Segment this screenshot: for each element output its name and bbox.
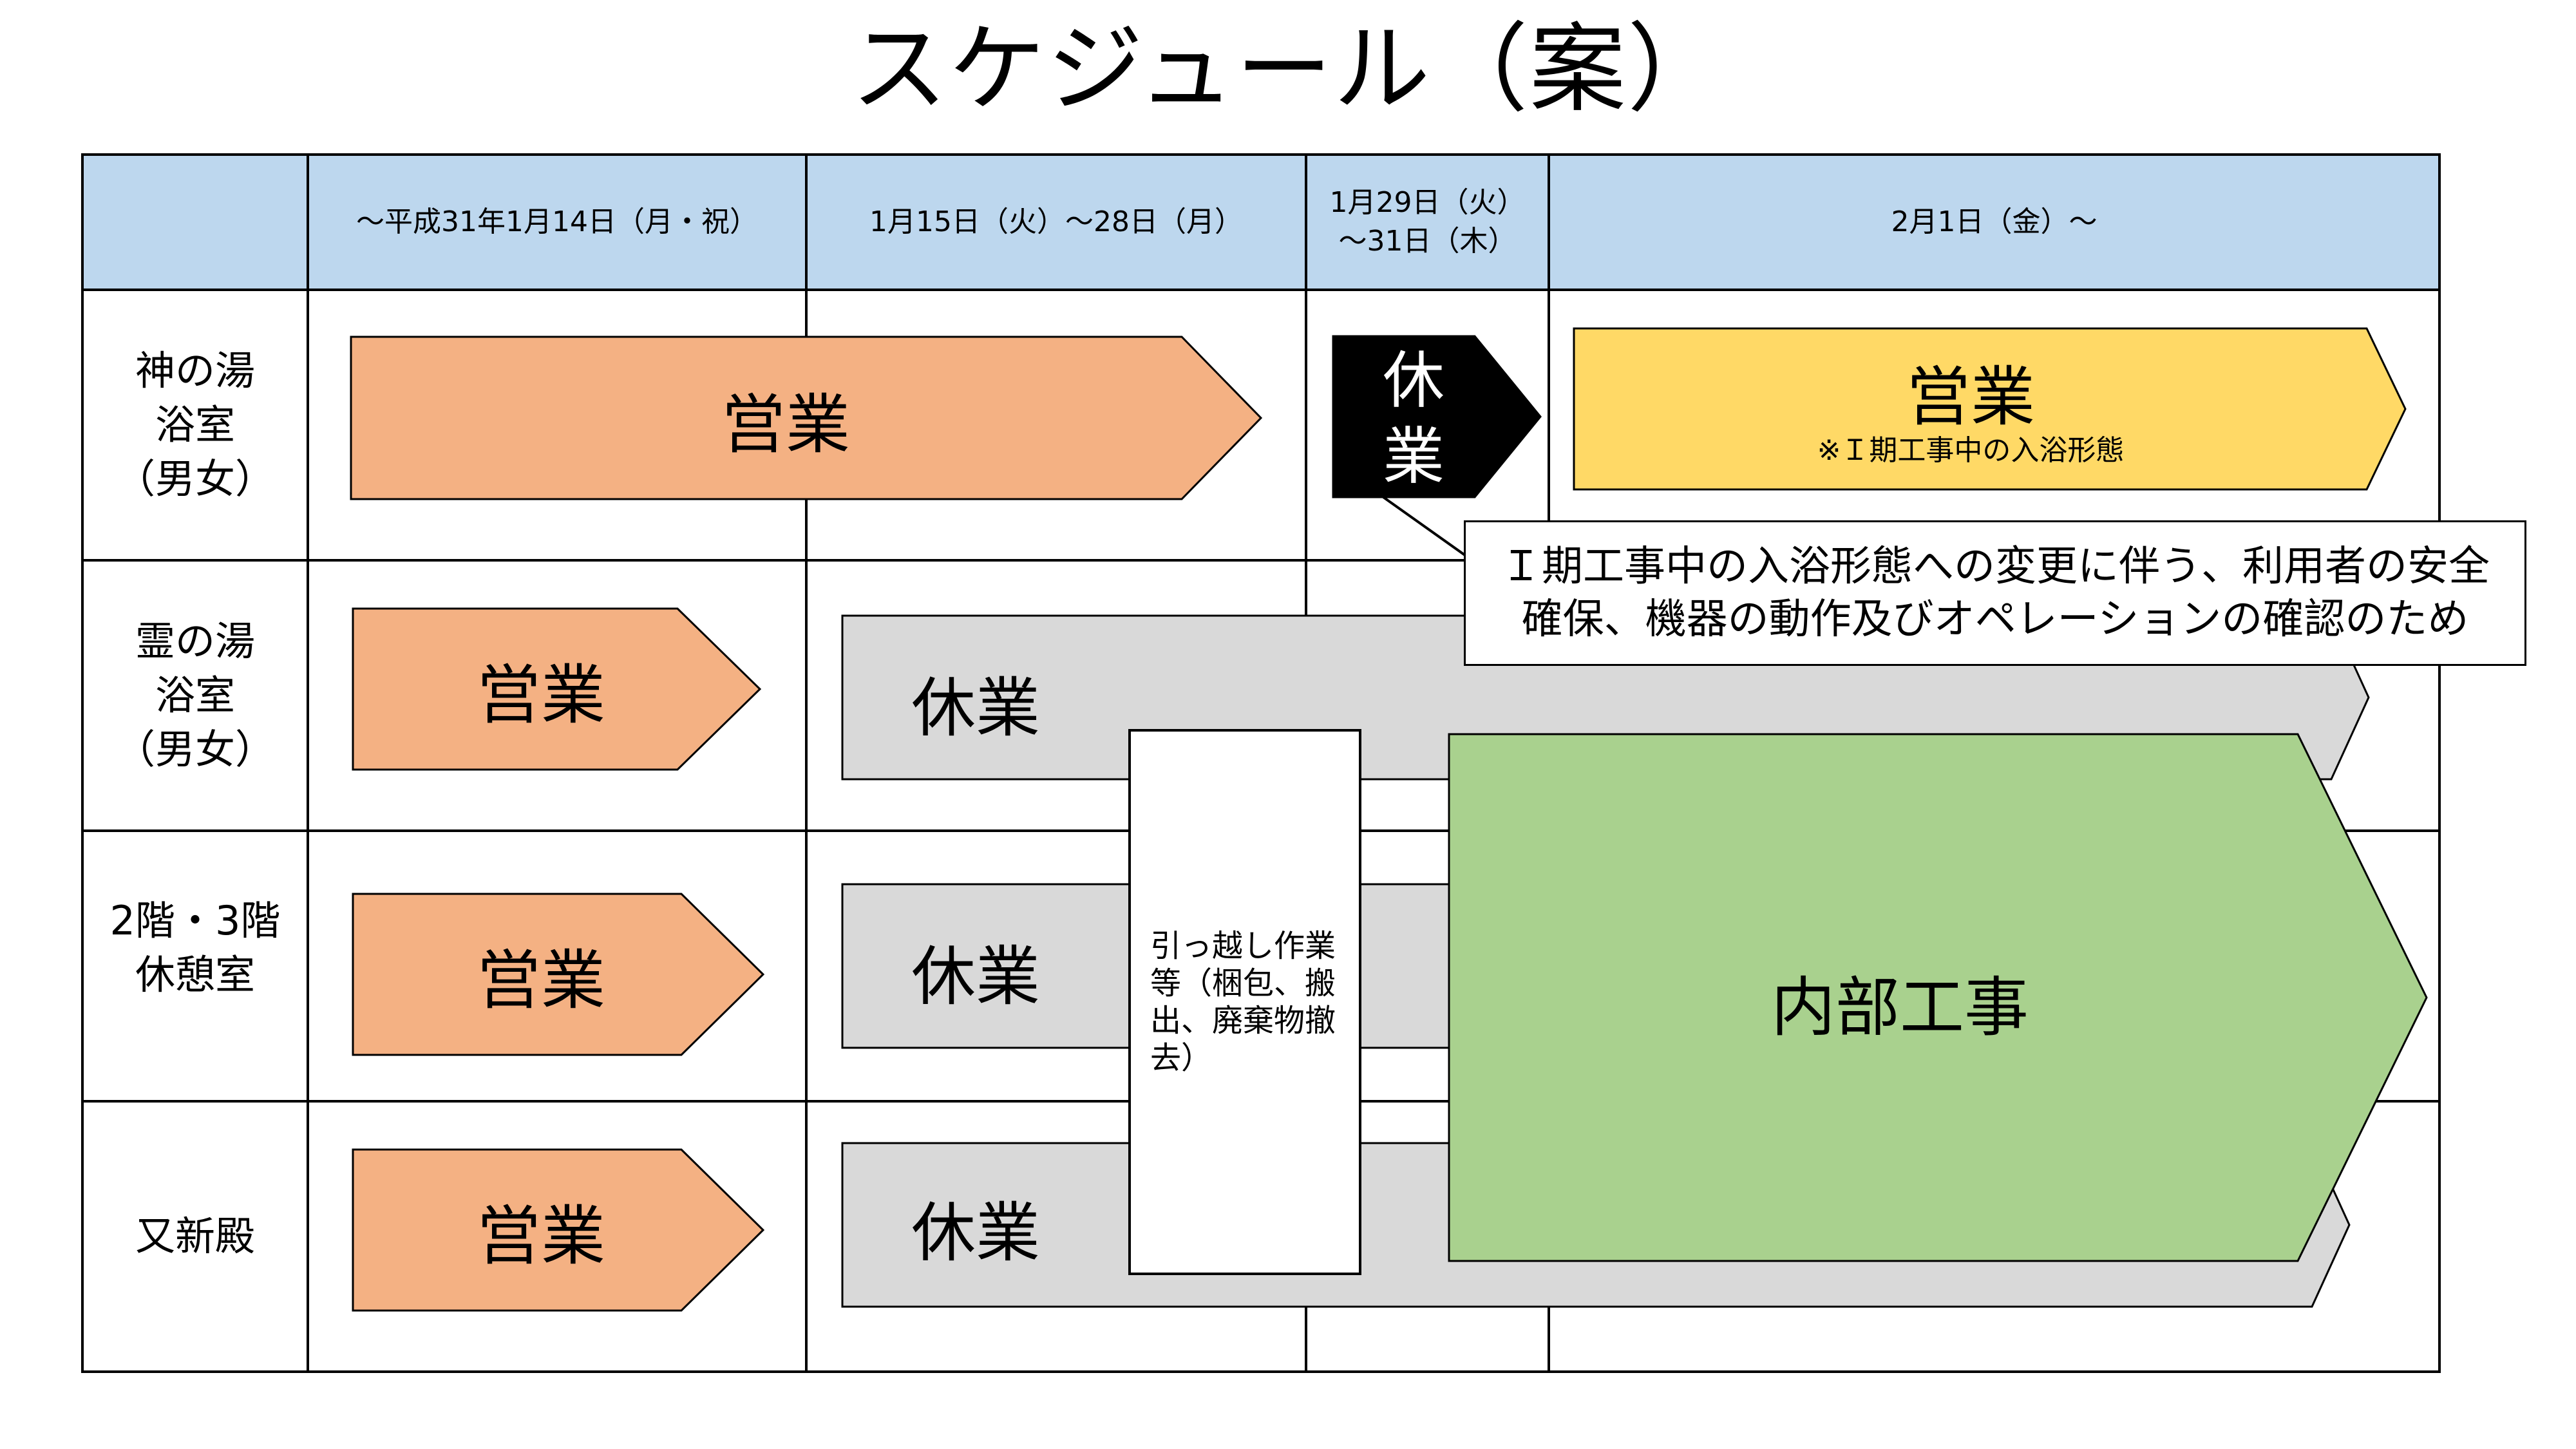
page-title: スケジュール（案）	[851, 14, 1725, 126]
row-label-tama-no-yu-line2: 浴室	[155, 672, 235, 719]
kami-phase1-arrow	[1573, 327, 2407, 491]
kami-closed-arrow	[1332, 335, 1542, 498]
header-col-jan29-31-line1: 1月29日（火）	[1329, 186, 1526, 219]
header-col-jan29-31: 1月29日（火） ～31日（木）	[1306, 155, 1549, 290]
header-col-feb1-onward-text: 2月1日（金）～	[1891, 205, 2098, 238]
moving-work-line1: 引っ越し作業	[1150, 928, 1336, 964]
header-col-until-jan14-text: ～平成31年1月14日（月・祝）	[356, 205, 758, 238]
row-label-yushinden-line1: 又新殿	[135, 1213, 255, 1260]
moving-work-line2: 等（梱包、搬	[1150, 965, 1336, 1001]
tama-open-arrow	[352, 607, 762, 771]
row-label-tama-no-yu-line1: 霊の湯	[135, 618, 255, 665]
row-label-rest-rooms-line1: 2階・3階	[109, 897, 281, 944]
moving-work-line4: 去）	[1150, 1040, 1213, 1076]
construction-arrow	[1448, 733, 2428, 1262]
callout-line1: Ｉ期工事中の入浴形態への変更に伴う、利用者の安全	[1501, 543, 2490, 591]
row-label-tama-no-yu-line3: （男女）	[115, 726, 275, 773]
row-label-tama-no-yu: 霊の湯 浴室 （男女）	[82, 560, 308, 831]
row-label-kami-no-yu-line1: 神の湯	[135, 347, 255, 394]
grid-border	[81, 153, 2441, 1373]
moving-work-line3: 出、廃棄物撤	[1150, 1003, 1336, 1039]
row-label-kami-no-yu: 神の湯 浴室 （男女）	[82, 290, 308, 560]
rest-open-arrow	[352, 893, 765, 1056]
callout-box: Ｉ期工事中の入浴形態への変更に伴う、利用者の安全 確保、機器の動作及びオペレーシ…	[1464, 520, 2526, 666]
header-row-bg	[82, 155, 2439, 290]
header-col-jan29-31-line2: ～31日（木）	[1338, 225, 1517, 258]
row-label-kami-no-yu-line3: （男女）	[115, 455, 275, 502]
row-label-rest-rooms: 2階・3階 休憩室	[82, 831, 308, 1101]
header-col-until-jan14: ～平成31年1月14日（月・祝）	[308, 155, 806, 290]
header-col-jan15-28-text: 1月15日（火）～28日（月）	[869, 205, 1243, 238]
row-label-kami-no-yu-line2: 浴室	[155, 401, 235, 448]
row-label-rest-rooms-line2: 休憩室	[135, 951, 255, 998]
row-label-yushinden: 又新殿	[82, 1101, 308, 1372]
kami-open-arrow	[350, 336, 1263, 500]
header-col-jan15-28: 1月15日（火）～28日（月）	[806, 155, 1306, 290]
yushinden-open-arrow	[352, 1148, 765, 1312]
moving-work-box: 引っ越し作業 等（梱包、搬 出、廃棄物撤 去）	[1128, 729, 1361, 1275]
callout-line2: 確保、機器の動作及びオペレーションの確認のため	[1521, 596, 2469, 643]
header-col-feb1-onward: 2月1日（金）～	[1549, 155, 2439, 290]
